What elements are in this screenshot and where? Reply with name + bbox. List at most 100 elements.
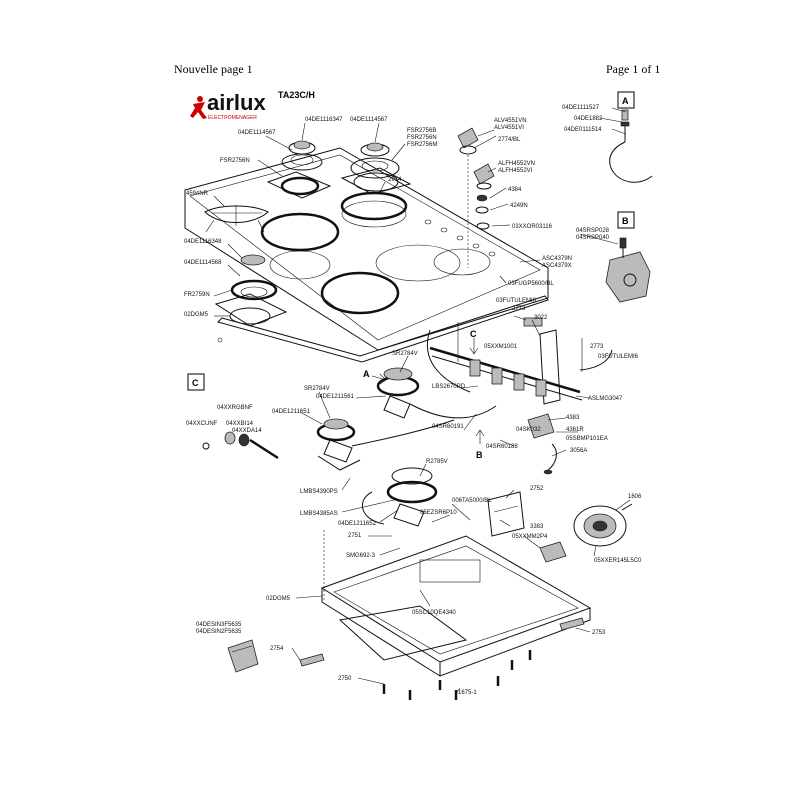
label-04srsp028: 04SRSP028 <box>576 228 610 234</box>
leader-lines <box>213 107 631 695</box>
burner-spreader-right <box>340 167 412 228</box>
knob-ring-parts <box>475 194 490 230</box>
label-3056a: 3056A <box>570 448 587 454</box>
label-alfh4552vn: ALFH4552VN <box>498 161 535 167</box>
label-smg692-3: SMG692-3 <box>346 553 376 559</box>
burner-cap-small <box>288 140 316 155</box>
label-1675-1: 1675-1 <box>458 690 477 696</box>
igniter-bracket <box>487 491 525 537</box>
arrow-a-label: A <box>363 369 370 379</box>
label-05xxmm2p4: 05XXMM2P4 <box>512 534 548 540</box>
label-04de0111514: 04DE0111514 <box>564 127 602 133</box>
label-04de1882: 04DE1882 <box>574 116 603 122</box>
burner-assembly-lower <box>361 467 438 527</box>
label-04desin2f5635: 04DESIN2F5635 <box>196 629 242 635</box>
label-lmbs4385as: LMBS4385AS <box>300 511 338 517</box>
label-04de1111527: 04DE1111527 <box>562 105 600 111</box>
label-4384: 4384 <box>508 187 522 193</box>
label-1606: 1606 <box>628 494 642 500</box>
control-knob-middle <box>473 163 495 190</box>
label-asc4379n: ASC4379N <box>542 256 572 262</box>
label-2751: 2751 <box>348 533 362 539</box>
label-04srsp040: 04SRSP040 <box>576 235 610 241</box>
bottom-screws <box>382 650 532 700</box>
fan-motor <box>573 503 633 547</box>
label-04desin3f5635: 04DESIN3F5635 <box>196 622 242 628</box>
label-04de1114568: 04DE1114568 <box>184 260 222 266</box>
mounting-bracket-right <box>559 617 585 631</box>
detail-a-thermocouple <box>609 109 653 183</box>
arrow-b-icon <box>475 429 485 444</box>
detail-c-fittings <box>202 431 279 460</box>
brand-name: airlux <box>207 90 266 115</box>
label-2754: 2754 <box>270 646 284 652</box>
label-alfh4552vi: ALFH4552VI <box>498 168 533 174</box>
mounting-bracket-left <box>299 653 325 667</box>
label-03futulemi6-top: 03FUTULEMI6 <box>496 298 537 304</box>
label-04de1211561: 04DE1211561 <box>316 394 355 400</box>
label-2774bl: 2774/BL <box>498 137 521 143</box>
burner-opening-wok <box>375 244 461 282</box>
label-4383: 4383 <box>566 415 580 421</box>
burner-assembly-left <box>316 418 455 471</box>
electrical-connector <box>539 541 567 563</box>
base-tray <box>320 535 592 677</box>
label-4594nr: 4594NR <box>186 191 209 197</box>
arrow-c-icon <box>469 338 479 355</box>
label-fsr2756n: FSR2756N <box>220 158 250 164</box>
label-04xxcunf: 04XXCUNF <box>186 421 218 427</box>
label-04sr60188: 04SR60188 <box>486 444 518 450</box>
label-fsr2756m: FSR2756M <box>407 142 437 148</box>
label-aslmg3047: ASLMG3047 <box>588 396 623 402</box>
svg-text:B: B <box>622 216 629 226</box>
label-05xxm1001: 05XXM1001 <box>484 344 518 350</box>
label-04sr60191: 04SR60191 <box>432 424 464 430</box>
burner-auxiliary <box>214 254 288 343</box>
label-asc4379x: ASC4379X <box>542 263 572 269</box>
label-sr2784v: SR2784V <box>304 386 330 392</box>
page-header-right: Page 1 of 1 <box>606 62 661 76</box>
label-2753: 2753 <box>592 630 606 636</box>
label-alv4551vn: ALV4551VN <box>494 118 527 124</box>
page-header-left: Nouvelle page 1 <box>174 62 253 76</box>
label-006ta5000bl: 006TA5000/BL <box>452 498 492 504</box>
label-04de1211652: 04DE1211652 <box>338 521 377 527</box>
control-knob-top <box>457 127 479 155</box>
detail-marker-b: B <box>617 211 635 229</box>
label-04sk032: 04SK032 <box>516 427 541 433</box>
spark-igniter-module <box>527 413 557 475</box>
label-lmbs4390ps: LMBS4390PS <box>300 489 338 495</box>
arrow-b-label: B <box>476 450 483 460</box>
burner-cap-right <box>350 142 400 179</box>
label-03futulemi6-right: 03FUTULEMI6 <box>598 354 639 360</box>
label-3022: 3022 <box>534 315 548 321</box>
label-04de1114567-right: 04DE1114567 <box>350 117 388 123</box>
label-05sbmp101ea: 05SBMP101EA <box>566 436 608 442</box>
burner-body-left <box>281 153 323 171</box>
label-sr2784v-top: SR2784V <box>392 351 418 357</box>
label-03fugp5600bl: 03FUGP5600/BL <box>508 281 554 287</box>
detail-b-gas-valve <box>605 237 651 303</box>
label-r2785v: R2785V <box>426 459 448 465</box>
burner-opening-front <box>320 271 400 315</box>
fixing-clamp <box>227 639 259 673</box>
svg-text:C: C <box>192 378 199 388</box>
detail-marker-c: C <box>187 373 205 391</box>
label-04de1116347: 04DE1116347 <box>305 117 343 123</box>
label-lbs2670pd: LBS2670PD <box>432 384 466 390</box>
label-alv4551vi: ALV4551VI <box>494 125 524 131</box>
detail-marker-a: A <box>617 91 635 109</box>
label-4361r: 4361R <box>566 427 584 433</box>
label-02dgm5-top: 02DGM5 <box>184 312 209 318</box>
model-number: TA23C/H <box>278 90 315 100</box>
label-2773-right: 2773 <box>590 344 604 350</box>
bottom-frame-strip <box>217 295 549 363</box>
label-3383: 3383 <box>530 524 544 530</box>
arrow-a-icon <box>371 373 387 385</box>
label-fsr2756n-right: FSR2756N <box>407 135 437 141</box>
arrow-c-label: C <box>470 329 477 339</box>
label-04xxbi14: 04XXBI14 <box>226 421 254 427</box>
svg-text:A: A <box>622 96 629 106</box>
label-04de1116348: 04DE1116348 <box>184 239 222 245</box>
